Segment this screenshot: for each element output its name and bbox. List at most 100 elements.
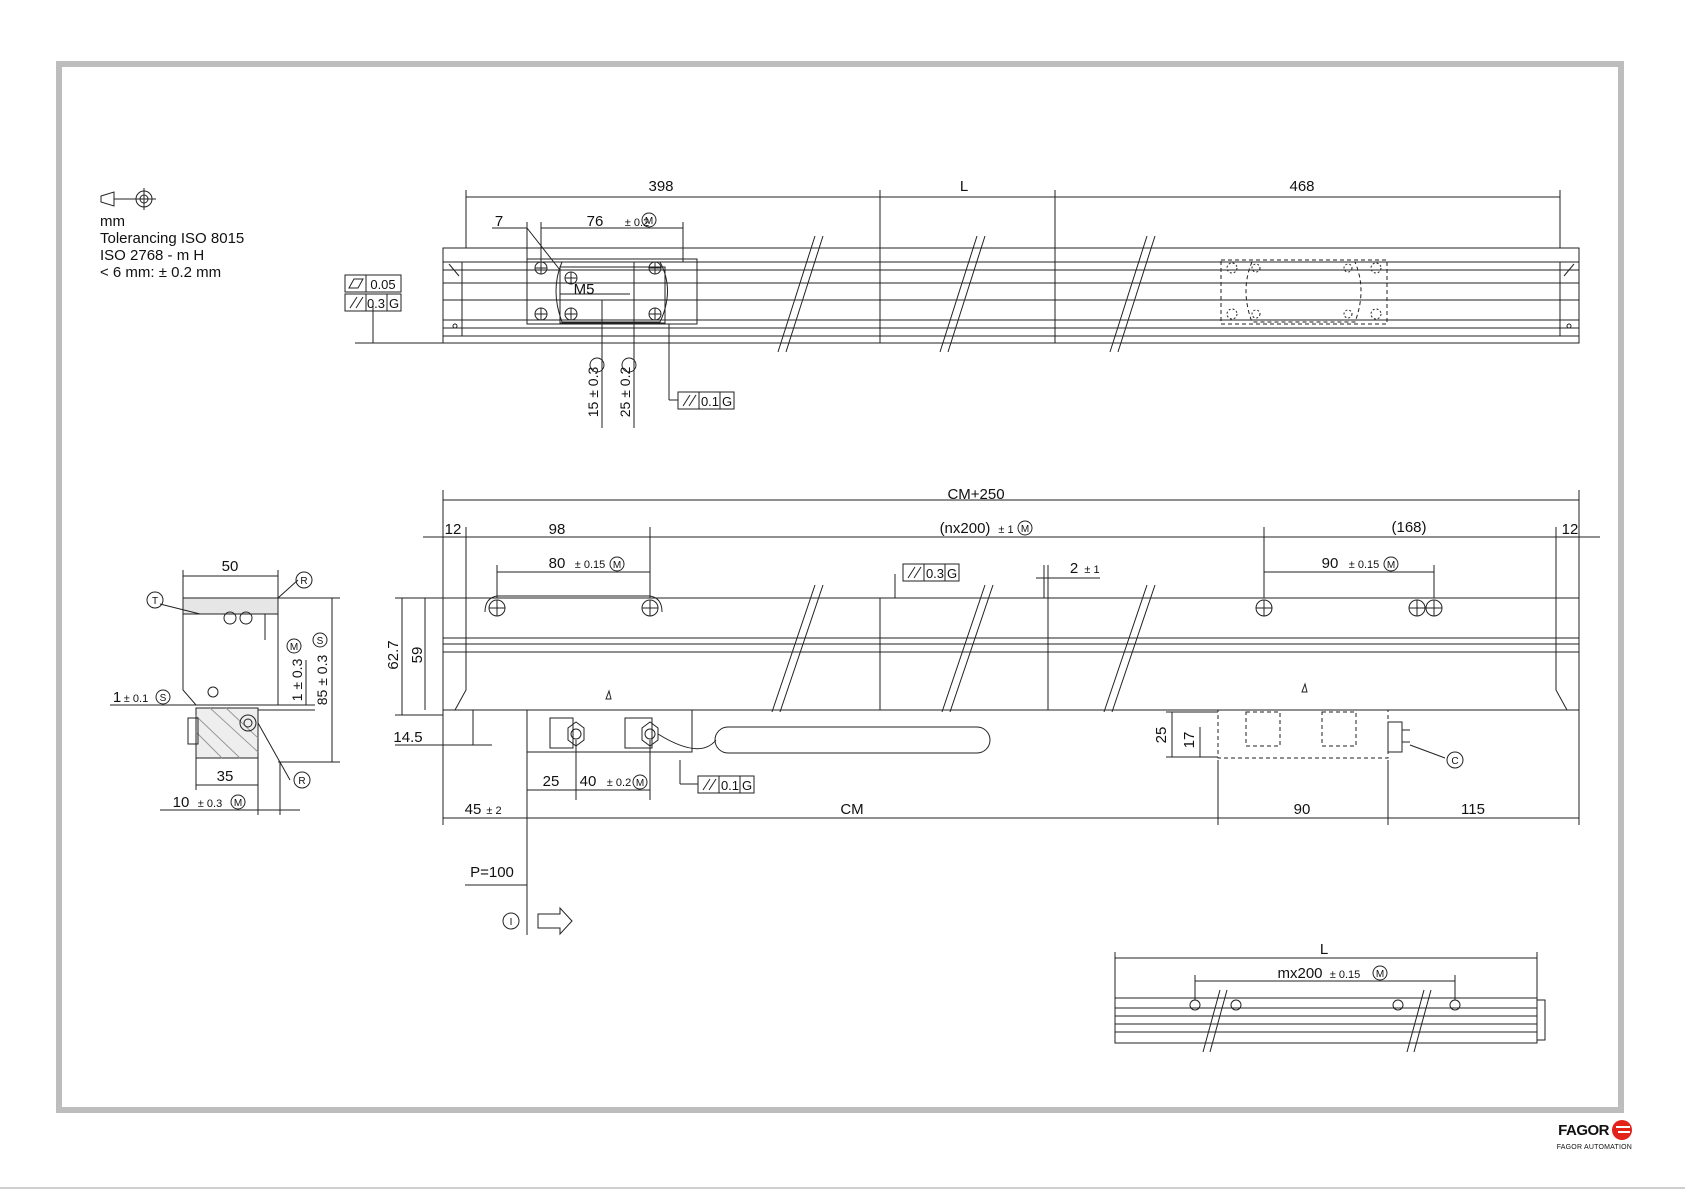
reference-t-label: T — [152, 596, 158, 607]
svg-text:M: M — [290, 642, 298, 653]
modifier-s-icon: S — [155, 689, 171, 705]
parallelism-frame-4 — [697, 775, 755, 794]
dim-90-top: 90 — [1322, 555, 1339, 572]
dim-35: 35 — [217, 768, 234, 785]
brand-subtitle: FAGOR AUTOMATION — [1556, 1144, 1632, 1151]
fagor-logo-icon — [1612, 1120, 1632, 1140]
modifier-m-icon: M — [1017, 520, 1033, 536]
flatness-frame — [344, 274, 402, 293]
dim-59: 59 — [409, 647, 426, 664]
dim-mx200: mx200 — [1277, 965, 1322, 982]
svg-text:M: M — [1387, 560, 1395, 571]
dim-L-small: L — [1320, 941, 1328, 958]
svg-text:S: S — [317, 636, 324, 647]
dim-468: 468 — [1289, 178, 1314, 195]
reference-c-label: C — [1451, 756, 1458, 767]
modifier-m-icon: M — [286, 638, 302, 654]
reference-i-label: I — [510, 917, 513, 928]
units-label: mm — [100, 213, 125, 230]
dim-80: 80 — [549, 555, 566, 572]
small-view — [1114, 952, 1546, 1053]
dim-25-top: 25 ± 0.2 — [617, 367, 633, 418]
dim-98: 98 — [549, 521, 566, 538]
reference-r-label-bottom: R — [298, 776, 305, 787]
dim-7: 7 — [495, 213, 503, 230]
dim-168: (168) — [1391, 519, 1426, 536]
dim-14-5: 14.5 — [393, 729, 422, 746]
parallelism-frame-2 — [677, 391, 735, 410]
parallelism-ref-1: G — [389, 296, 399, 311]
general-notes: mm Tolerancing ISO 8015 ISO 2768 - m H <… — [100, 213, 244, 281]
flatness-value: 0.05 — [370, 277, 395, 292]
dim-62-7: 62.7 — [385, 640, 402, 669]
modifier-m-icon: M — [632, 774, 648, 790]
modifier-m-icon: M — [641, 212, 657, 228]
tol-10: ± 0.3 — [198, 798, 222, 810]
svg-text:M: M — [636, 778, 644, 789]
dim-45: 45 — [465, 801, 482, 818]
tol-mx200: ± 0.15 — [1330, 969, 1361, 981]
parallelism-value-4: 0.1 — [721, 778, 739, 793]
reference-r-label-top: R — [300, 576, 307, 587]
parallelism-frame-1 — [344, 293, 402, 312]
parallelism-ref-4: G — [742, 778, 752, 793]
tol-45: ± 2 — [486, 805, 501, 817]
tol-nx200: ± 1 — [998, 524, 1013, 536]
main-view — [395, 490, 1600, 936]
bottom-rule — [0, 1187, 1685, 1189]
dim-50: 50 — [222, 558, 239, 575]
small-dimension-note: < 6 mm: ± 0.2 mm — [100, 264, 222, 281]
tol-80: ± 0.15 — [575, 559, 606, 571]
parallelism-ref-3: G — [947, 566, 957, 581]
drawing-border — [56, 61, 1624, 1113]
top-view — [355, 190, 1580, 428]
projection-symbol-icon — [100, 188, 156, 210]
dim-2: 2 — [1070, 560, 1078, 577]
svg-text:M: M — [1021, 524, 1029, 535]
general-tolerance-note: ISO 2768 - m H — [100, 247, 205, 264]
dim-r17: 17 — [1181, 732, 1198, 749]
modifier-m-icon: M — [230, 794, 246, 810]
side-view — [110, 570, 340, 815]
modifier-s-icon: S — [312, 632, 328, 648]
reference-r-icon — [295, 571, 313, 589]
dim-76: 76 — [587, 213, 604, 230]
parallelism-ref-2: G — [722, 394, 732, 409]
dim-L-top: L — [960, 178, 968, 195]
dim-90: 90 — [1294, 801, 1311, 818]
dim-398: 398 — [648, 178, 673, 195]
svg-text:M: M — [234, 798, 242, 809]
tol-2: ± 1 — [1084, 564, 1099, 576]
modifier-m-icon: M — [609, 556, 625, 572]
dim-85: 85 ± 0.3 — [314, 655, 330, 706]
parallelism-value-3: 0.3 — [926, 566, 944, 581]
dim-115: 115 — [1461, 801, 1485, 818]
dim-12-left: 12 — [445, 521, 462, 538]
tolerancing-note: Tolerancing ISO 8015 — [100, 230, 245, 247]
dim-40: 40 — [580, 773, 597, 790]
parallelism-value-2: 0.1 — [701, 394, 719, 409]
reference-r-icon — [293, 771, 311, 789]
thread-label: M5 — [574, 281, 595, 298]
reference-i-icon — [502, 912, 520, 930]
parallelism-value-1: 0.3 — [367, 296, 385, 311]
tol-76: ± 0.2 — [625, 217, 649, 229]
reference-c-icon — [1446, 751, 1464, 769]
svg-text:S: S — [160, 693, 167, 704]
dim-25: 25 — [543, 773, 560, 790]
fagor-logo: FAGOR FAGOR AUTOMATION — [1532, 1120, 1632, 1151]
modifier-m-icon: M — [1383, 556, 1399, 572]
dim-cm-250: CM+250 — [947, 486, 1004, 503]
dim-15: 15 ± 0.3 — [585, 367, 601, 418]
parallelism-frame-3 — [902, 563, 960, 582]
dim-r25: 25 — [1153, 727, 1170, 744]
dim-1-03: 1 ± 0.3 — [289, 658, 305, 701]
dim-cm: CM — [840, 801, 863, 818]
reference-t-icon — [146, 591, 164, 609]
brand-name: FAGOR — [1558, 1121, 1609, 1139]
svg-text:M: M — [645, 216, 653, 227]
tol-40: ± 0.2 — [607, 777, 631, 789]
pitch-label: P=100 — [470, 864, 514, 881]
tol-90-top: ± 0.15 — [1349, 559, 1380, 571]
